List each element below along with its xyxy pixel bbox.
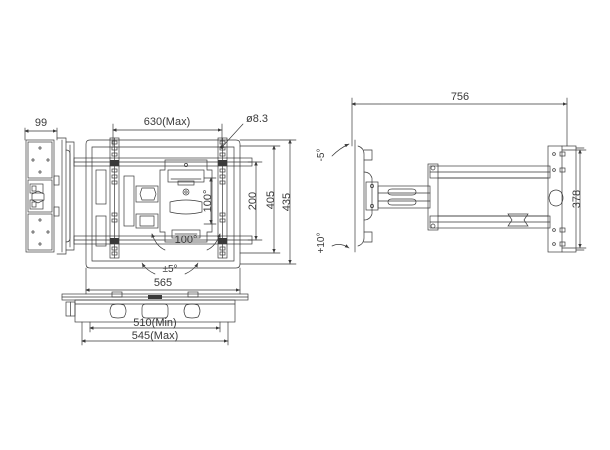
label-510-min: 510(Min) xyxy=(133,317,176,329)
dim-378 xyxy=(561,149,587,249)
bottom-view xyxy=(61,291,249,346)
dim-200 xyxy=(247,161,263,241)
side-view-left xyxy=(24,127,75,255)
label-side-width: 99 xyxy=(35,117,47,129)
dim-side-width xyxy=(24,127,58,141)
label-630-max: 630(Max) xyxy=(144,116,190,128)
label-378: 378 xyxy=(571,190,583,208)
dim-756 xyxy=(351,97,568,147)
dim-tilt-down xyxy=(331,244,350,249)
rail-holes-left xyxy=(111,140,118,256)
dim-565 xyxy=(85,267,241,295)
label-100-horizontal: 100° xyxy=(175,234,198,246)
dim-100-horizontal xyxy=(151,233,221,251)
rail-holes-right xyxy=(219,140,226,256)
label-tilt-5deg: ±5° xyxy=(162,264,177,275)
label-435: 435 xyxy=(281,193,293,211)
dim-510-min xyxy=(89,321,221,333)
dim-hole-diameter xyxy=(220,123,244,149)
dim-545-max xyxy=(81,321,229,346)
dimension-labels: 99 630(Max) ø8.3 200 405 435 100° 100° ±… xyxy=(35,91,583,342)
label-100-vertical: 100° xyxy=(202,190,214,213)
dim-tilt-up xyxy=(331,143,350,157)
label-tilt-down: +10° xyxy=(316,233,327,254)
label-545-max: 545(Max) xyxy=(132,330,178,342)
side-view-right xyxy=(331,97,587,253)
label-hole-diameter: ø8.3 xyxy=(246,113,268,125)
dim-405 xyxy=(239,145,281,254)
label-405: 405 xyxy=(265,191,277,209)
label-tilt-up: -5° xyxy=(316,149,327,162)
wall-plate-holes xyxy=(552,151,566,247)
label-565: 565 xyxy=(154,277,172,289)
dim-100-vertical xyxy=(203,177,217,225)
label-200: 200 xyxy=(247,192,259,210)
dim-630-max xyxy=(112,123,223,147)
label-756: 756 xyxy=(451,91,469,103)
dim-435 xyxy=(239,139,297,265)
front-view xyxy=(73,123,297,295)
dim-tilt-5deg xyxy=(141,262,199,275)
